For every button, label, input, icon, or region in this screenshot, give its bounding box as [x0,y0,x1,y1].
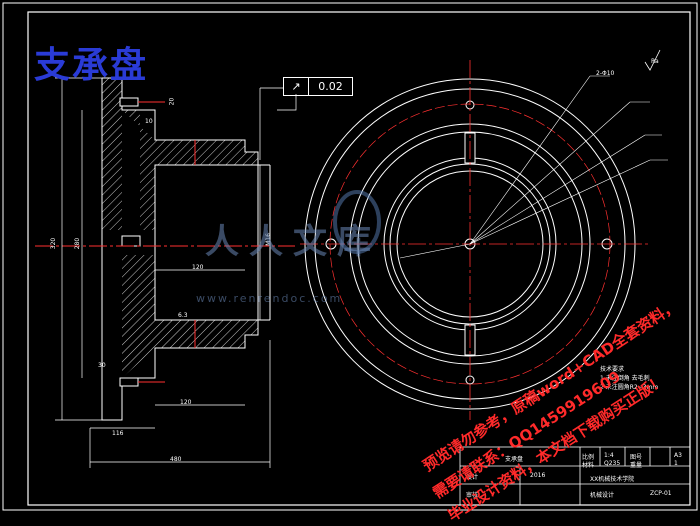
tb-scale-value: 1:4 [604,452,614,459]
title-block-grid [459,446,691,506]
dim-label: 120 [180,399,192,406]
notes-line: 2 未注圆角R2~3mm [600,384,659,391]
bolt-circle [329,103,611,385]
dim-label: 6.3 [178,312,188,319]
tb-weight-label: 重量 [630,462,643,469]
dim-label: 280 [74,237,82,250]
watermark-logo [333,190,381,254]
dim-label: 10 [145,118,153,125]
dim-label: 320 [50,237,58,250]
tb-sheet-label: 图号 [630,454,643,461]
tb-dept: 机械设计 [590,492,615,499]
section-view [101,77,271,421]
outer-frame [2,2,698,511]
dim-label: 2-Φ10 [596,70,615,77]
technical-notes: 技术要求 1 未注倒角 去毛刺 2 未注圆角R2~3mm [600,365,658,392]
runout-icon: ↗ [284,78,309,95]
dim-label: 30 [98,362,106,369]
tb-sheet-value: A3 [674,452,682,459]
tb-count: 1 [674,460,678,467]
notes-heading: 技术要求 [600,366,625,373]
roughness-symbol [644,49,661,71]
dim-label: 120 [192,264,204,271]
watermark-logo-text: 人人文库 [205,222,381,262]
cad-drawing [2,2,698,511]
tb-material-value: Q235 [604,460,621,467]
leader-lines [399,75,668,259]
dim-label: 480 [170,456,182,463]
inner-frame [27,11,691,506]
notes-line: 1 未注倒角 去毛刺 [600,375,650,382]
tb-school: XX机械技术学院 [590,476,635,483]
plan-center-lines [300,60,650,420]
watermark-url: www.renrendoc.com [196,292,343,305]
tb-material-label: 材料 [582,462,595,469]
tb-date: 2016 [530,472,546,479]
dim-label: 20 [168,97,176,106]
drawing-title: 支承盘 [34,44,149,86]
tb-scale-label: 比例 [582,454,595,461]
tb-drawn: 设计 [466,474,479,481]
dimension-lines-left [55,77,283,468]
tb-checked: 审核 [466,492,479,499]
dim-label: Ra [651,58,659,65]
tolerance-value: 0.02 [318,80,343,93]
tb-part-name: 支承盘 [505,456,524,463]
tb-drawing-no: ZCP-01 [650,490,672,497]
dim-label: 116 [112,430,124,437]
tolerance-frame: ↗ 0.02 [283,77,353,96]
